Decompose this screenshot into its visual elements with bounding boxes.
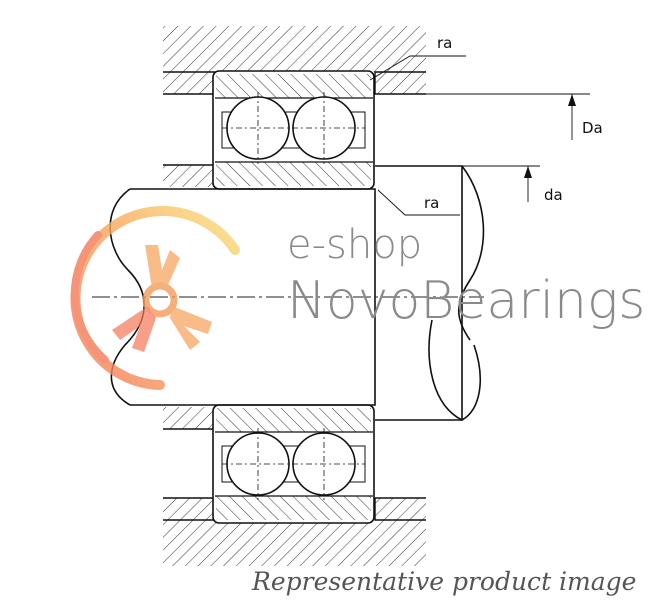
watermark-brand: NovoBearings: [287, 271, 645, 331]
housing-top: [163, 26, 426, 95]
bearing-bottom: [212, 404, 375, 524]
housing-bottom: [163, 497, 426, 566]
Da-label: Da: [582, 119, 603, 137]
da-label: da: [544, 186, 563, 204]
novobearings-logo: [70, 206, 240, 390]
ra-mid-label: ra: [424, 194, 439, 212]
dimension-lines: [369, 55, 590, 216]
ra-top-label: ra: [437, 34, 452, 52]
bearing-top: [212, 70, 375, 190]
footer-caption: Representative product image: [251, 567, 636, 596]
watermark-eshop: e-shop: [287, 222, 422, 268]
shaft-shoulder: [163, 164, 215, 430]
